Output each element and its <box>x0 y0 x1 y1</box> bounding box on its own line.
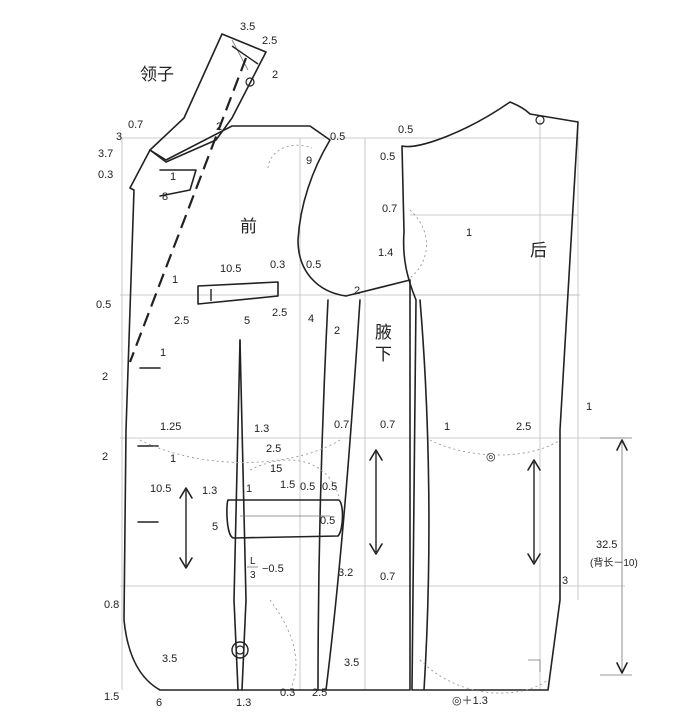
dim-hem-25: 2.5 <box>312 687 327 699</box>
dim-pocket-1: 1 <box>246 483 252 495</box>
dim-front-1: 1 <box>172 274 178 286</box>
dim-side-25: 2.5 <box>272 307 287 319</box>
dim-button-2b: 2 <box>102 451 108 463</box>
dim-hem-35a: 3.5 <box>162 653 177 665</box>
hem-formula: ◎＋1.3 <box>452 695 488 707</box>
back-length-formula: (背长－10) <box>590 556 638 569</box>
dim-collar-top-35: 3.5 <box>240 21 255 33</box>
dim-pocket-32: 3.2 <box>338 567 353 579</box>
roll-line <box>128 57 248 363</box>
dim-pocket-13: 1.3 <box>202 485 217 497</box>
dim-hem-6: 6 <box>156 697 162 709</box>
dim-breast-05: 0.5 <box>306 259 321 271</box>
underarm-label-2: 下 <box>375 345 392 365</box>
back-length-total: 32.5 <box>596 539 617 551</box>
dim-side-4: 4 <box>308 313 314 325</box>
dim-button-1b: 1 <box>170 453 176 465</box>
dim-button-1a: 1 <box>160 347 166 359</box>
dim-back-neck-05a: 0.5 <box>398 124 413 136</box>
pocket-formula-num: L <box>250 556 256 567</box>
dim-collar-top-2: 2 <box>272 69 278 81</box>
dim-hem-15: 1.5 <box>104 691 119 703</box>
dim-hem-03: 0.3 <box>280 687 295 699</box>
guide-lines <box>120 120 632 690</box>
dim-welt-25: 2.5 <box>174 315 189 327</box>
dim-button-105: 10.5 <box>150 483 171 495</box>
pocket-formula-den: 3 <box>250 570 256 581</box>
hip-pocket <box>226 499 344 539</box>
dim-front-05: 0.5 <box>96 299 111 311</box>
dim-back-neck-05b: 0.5 <box>380 151 395 163</box>
dim-lapel-07: 0.7 <box>128 119 143 131</box>
collar-label: 领子 <box>140 65 174 85</box>
dim-collar-top-25: 2.5 <box>262 35 277 47</box>
dim-button-125: 1.25 <box>160 421 181 433</box>
dim-waist-07a: 0.7 <box>334 419 349 431</box>
dim-waist-25: 2.5 <box>266 443 281 455</box>
dim-lapel-8: 8 <box>162 191 168 203</box>
dim-hem-35b: 3.5 <box>344 657 359 669</box>
back-label: 后 <box>530 241 547 261</box>
dim-breast-03: 0.3 <box>270 259 285 271</box>
dim-dart-13: 1.3 <box>254 423 269 435</box>
circle-mark: ◎ <box>486 451 496 463</box>
dim-lapel-3: 3 <box>116 131 122 143</box>
dim-hip-07: 0.7 <box>380 571 395 583</box>
dim-shoulder-05: 0.5 <box>330 131 345 143</box>
dim-side-2b: 2 <box>334 325 340 337</box>
dim-waist-25b: 2.5 <box>516 421 531 433</box>
dim-side-2a: 2 <box>354 285 360 297</box>
dim-pocket-05a: 0.5 <box>300 481 315 493</box>
dim-pocket-5: 5 <box>212 521 218 533</box>
dim-waist-1: 1 <box>444 421 450 433</box>
dim-hip-3: 3 <box>562 575 568 587</box>
underarm-label-1: 腋 <box>375 323 392 343</box>
dim-back-1: 1 <box>466 227 472 239</box>
dim-back-14: 1.4 <box>378 247 393 259</box>
back-length-arrow <box>616 439 628 674</box>
dim-shoulder-9: 9 <box>306 155 312 167</box>
dim-breast-105: 10.5 <box>220 263 241 275</box>
collar-piece <box>149 33 267 163</box>
dim-back-07: 0.7 <box>382 203 397 215</box>
dim-collar-mid-2: 2 <box>216 121 222 133</box>
dim-button-2a: 2 <box>102 371 108 383</box>
dim-lapel-1: 1 <box>170 171 176 183</box>
front-label: 前 <box>240 217 257 237</box>
dim-pocket-15b: 1.5 <box>280 479 295 491</box>
dim-pocket-15: 15 <box>270 463 282 475</box>
pocket-formula-rest: −0.5 <box>262 563 284 575</box>
dim-lapel-37: 3.7 <box>98 148 113 160</box>
dim-back-side-1: 1 <box>586 401 592 413</box>
dim-hem-08: 0.8 <box>104 599 119 611</box>
dim-dart-5: 5 <box>244 315 250 327</box>
front-piece <box>123 57 411 691</box>
dim-waist-07b: 0.7 <box>380 419 395 431</box>
breast-pocket <box>197 281 279 305</box>
dim-pocket-05b: 0.5 <box>322 481 337 493</box>
dim-pocket-05c: 0.5 <box>320 515 335 527</box>
dim-lapel-03: 0.3 <box>98 169 113 181</box>
dim-hem-13: 1.3 <box>236 697 251 709</box>
back-piece <box>401 101 579 694</box>
